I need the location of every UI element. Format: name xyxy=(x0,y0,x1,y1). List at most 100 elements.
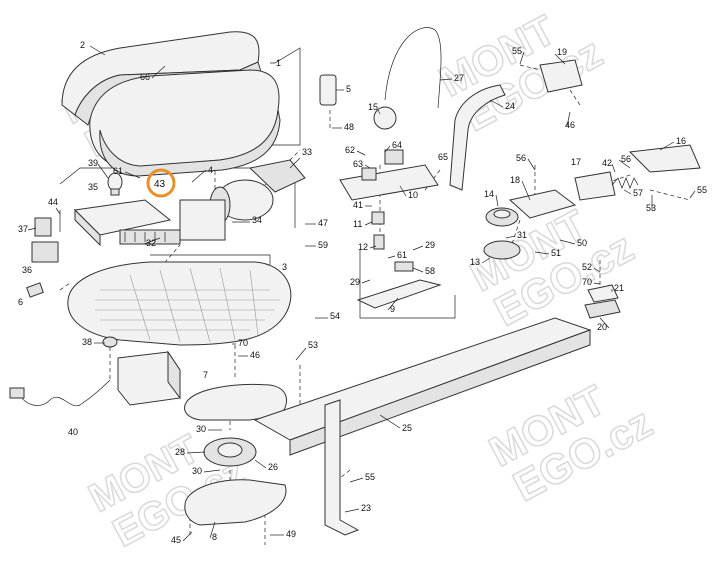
gear-part-14 xyxy=(485,207,519,227)
callout-label-31: 31 xyxy=(517,230,527,240)
callout-label-14: 14 xyxy=(484,189,494,199)
callout-label-2: 2 xyxy=(80,40,85,50)
leader-line-23 xyxy=(344,508,360,513)
leader-line-31 xyxy=(505,235,516,239)
callout-label-40: 40 xyxy=(68,427,78,437)
battery-box xyxy=(117,350,181,406)
control-board-part-35 xyxy=(73,199,172,247)
callout-label-56: 56 xyxy=(516,153,526,163)
leader-line-52 xyxy=(593,267,601,273)
callout-label-28: 28 xyxy=(175,447,185,457)
callout-label-70: 70 xyxy=(582,277,592,287)
connector-part-36 xyxy=(31,241,59,263)
callout-label-39: 39 xyxy=(88,158,98,168)
leader-line-10 xyxy=(399,185,407,197)
leader-line-16 xyxy=(659,141,675,151)
callout-label-53: 53 xyxy=(308,340,318,350)
leader-line-14 xyxy=(495,194,499,207)
callout-label-7: 7 xyxy=(203,370,208,380)
circuit-board-part-10 xyxy=(339,149,439,201)
leader-line-51 xyxy=(534,251,550,255)
leader-line-39 xyxy=(97,163,109,179)
callout-label-57: 57 xyxy=(633,188,643,198)
callout-label-3: 3 xyxy=(282,262,287,272)
callout-label-59: 59 xyxy=(318,240,328,250)
callout-label-50: 50 xyxy=(577,238,587,248)
callout-label-55: 55 xyxy=(512,46,522,56)
callout-label-36: 36 xyxy=(22,265,32,275)
bracket-part-23 xyxy=(324,399,360,536)
callout-label-46: 46 xyxy=(250,350,260,360)
callout-label-51: 51 xyxy=(551,248,561,258)
callout-label-4: 4 xyxy=(208,165,213,175)
leader-line-29 xyxy=(361,279,371,284)
callout-label-70: 70 xyxy=(238,338,248,348)
gear-part-13 xyxy=(483,240,521,260)
leader-line-30 xyxy=(203,469,221,473)
leader-line-61 xyxy=(124,171,141,179)
leader-line-70 xyxy=(593,282,601,285)
leader-line-4 xyxy=(191,169,207,183)
callout-label-55: 55 xyxy=(365,472,375,482)
callout-label-64: 64 xyxy=(392,140,402,150)
leader-line-28 xyxy=(186,451,206,454)
callout-label-17: 17 xyxy=(571,157,581,167)
transformer-part-32 xyxy=(119,229,181,245)
callout-label-52: 52 xyxy=(582,262,592,272)
leader-line-64 xyxy=(384,145,391,153)
callout-label-34: 34 xyxy=(252,215,262,225)
leader-line-58 xyxy=(412,267,424,273)
leader-line-33 xyxy=(289,157,301,169)
callout-label-55: 55 xyxy=(697,185,707,195)
callout-label-5: 5 xyxy=(346,84,351,94)
leader-line-55 xyxy=(349,477,364,483)
callout-label-53: 53 xyxy=(646,203,656,213)
callout-label-20: 20 xyxy=(597,322,607,332)
watermark-bottom-right: MONT EGO.cz xyxy=(481,375,661,511)
motor-part-34 xyxy=(179,159,306,241)
housing-part-1 xyxy=(89,69,281,177)
base-plate-part-3 xyxy=(67,261,292,346)
leader-line-55 xyxy=(689,190,696,199)
leader-line-20 xyxy=(599,317,610,329)
callout-label-18: 18 xyxy=(510,175,520,185)
leader-line-50 xyxy=(559,239,576,245)
cap-part-38 xyxy=(102,336,118,348)
callout-label-30: 30 xyxy=(192,466,202,476)
callout-label-35: 35 xyxy=(88,182,98,192)
leader-line-37 xyxy=(27,227,37,231)
leader-line-32 xyxy=(143,237,161,245)
callout-label-25: 25 xyxy=(402,423,412,433)
leader-line-55 xyxy=(519,51,525,65)
connector-part-37 xyxy=(34,217,52,237)
leader-line-27 xyxy=(439,78,453,81)
callout-label-8: 8 xyxy=(212,532,217,542)
callout-label-66: 66 xyxy=(140,72,150,82)
callout-label-10: 10 xyxy=(408,190,418,200)
callout-label-47: 47 xyxy=(318,218,328,228)
bracket-part-17 xyxy=(574,171,616,201)
leader-line-61 xyxy=(387,255,396,259)
cable-part-27 xyxy=(384,27,442,109)
leader-line-56 xyxy=(527,158,536,171)
callout-label-19: 19 xyxy=(557,47,567,57)
sprocket-part-28 xyxy=(203,437,257,467)
callout-label-58: 58 xyxy=(425,266,435,276)
callout-label-38: 38 xyxy=(82,337,92,347)
callout-label-highlighted: 43 xyxy=(154,179,166,190)
callout-label-41: 41 xyxy=(353,200,363,210)
leader-line-57 xyxy=(623,189,632,195)
callout-label-45: 45 xyxy=(171,535,181,545)
callout-label-1: 1 xyxy=(276,58,281,68)
leader-line-62 xyxy=(356,150,366,156)
callout-label-32: 32 xyxy=(146,238,156,248)
callout-label-16: 16 xyxy=(676,136,686,146)
leader-line-11 xyxy=(364,221,373,226)
callout-label-42: 42 xyxy=(602,158,612,168)
power-cable-part-40 xyxy=(9,379,111,407)
bracket-part-20 xyxy=(584,299,621,319)
callout-label-27: 27 xyxy=(454,73,464,83)
callout-label-46: 46 xyxy=(565,120,575,130)
